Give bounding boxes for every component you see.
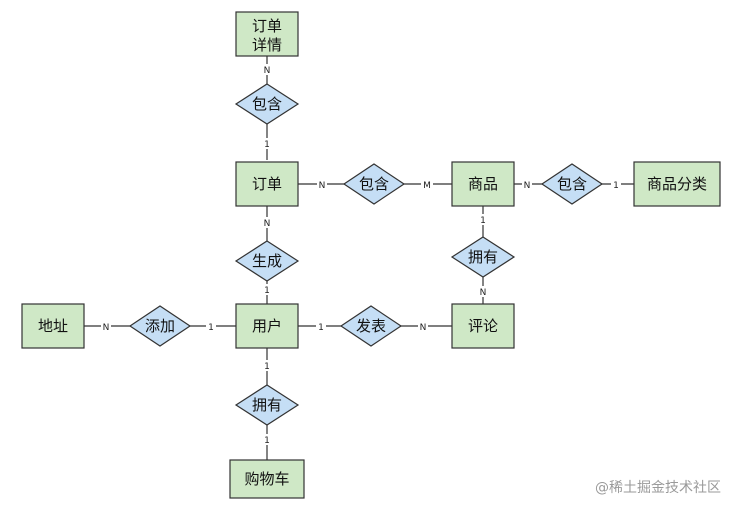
- cardinality-labels: N 1 N M N 1 N 1 1 N 1 N N 1 1 1: [101, 64, 621, 446]
- relation-contains-product[interactable]: 包含: [342, 163, 406, 205]
- entity-category-label: 商品分类: [647, 175, 707, 193]
- card-gen-order-side: N: [264, 219, 271, 229]
- relation-contains-detail-label: 包含: [252, 95, 282, 113]
- card-prod-cat-category-side: 1: [613, 181, 619, 191]
- card-rev-review-side: N: [480, 288, 487, 298]
- relation-generates-label: 生成: [252, 252, 282, 270]
- card-add-user-side: 1: [208, 323, 214, 333]
- card-rev-product-side: 1: [480, 216, 486, 226]
- entity-order[interactable]: 订单: [235, 161, 299, 207]
- card-detail-order-side: 1: [264, 140, 270, 150]
- entity-review[interactable]: 评论: [451, 303, 515, 349]
- relation-publishes-label: 发表: [356, 317, 386, 335]
- relation-publishes[interactable]: 发表: [339, 305, 403, 347]
- entity-cart[interactable]: 购物车: [229, 459, 305, 499]
- relation-contains-detail[interactable]: 包含: [234, 83, 300, 125]
- entity-product-label: 商品: [468, 175, 498, 193]
- relation-has-review[interactable]: 拥有: [450, 236, 516, 278]
- relation-contains-category[interactable]: 包含: [540, 163, 604, 205]
- card-detail-side: N: [264, 66, 271, 76]
- relation-generates[interactable]: 生成: [234, 240, 300, 282]
- card-order-prod-product-side: M: [423, 181, 431, 191]
- card-prod-cat-product-side: N: [524, 181, 531, 191]
- relation-has-cart-label: 拥有: [252, 396, 282, 414]
- entity-cart-label: 购物车: [244, 470, 289, 488]
- relation-contains-category-label: 包含: [557, 175, 587, 193]
- entity-product[interactable]: 商品: [451, 161, 515, 207]
- entity-category[interactable]: 商品分类: [633, 161, 721, 207]
- entity-order-detail-label-1: 订单: [252, 17, 282, 35]
- card-order-prod-order-side: N: [319, 181, 326, 191]
- watermark: @稀土掘金技术社区: [595, 480, 721, 496]
- relation-adds-label: 添加: [145, 317, 175, 335]
- entity-order-detail-label-2: 详情: [252, 36, 282, 54]
- card-cart-cart-side: 1: [264, 436, 270, 446]
- entity-order-label: 订单: [252, 175, 282, 193]
- entity-order-detail[interactable]: 订单 详情: [235, 11, 299, 57]
- card-pub-review-side: N: [420, 323, 427, 333]
- relation-has-cart[interactable]: 拥有: [234, 384, 300, 426]
- relation-has-review-label: 拥有: [468, 248, 498, 266]
- relation-contains-product-label: 包含: [359, 175, 389, 193]
- card-gen-user-side: 1: [264, 286, 270, 296]
- card-pub-user-side: 1: [318, 323, 324, 333]
- entity-user[interactable]: 用户: [235, 303, 299, 349]
- entity-address-label: 地址: [38, 317, 68, 335]
- card-cart-user-side: 1: [264, 362, 270, 372]
- entity-user-label: 用户: [252, 317, 282, 335]
- card-add-address-side: N: [103, 323, 110, 333]
- entity-review-label: 评论: [468, 317, 498, 335]
- connectors: [84, 56, 634, 460]
- entity-address[interactable]: 地址: [21, 303, 85, 349]
- relation-adds[interactable]: 添加: [128, 305, 192, 347]
